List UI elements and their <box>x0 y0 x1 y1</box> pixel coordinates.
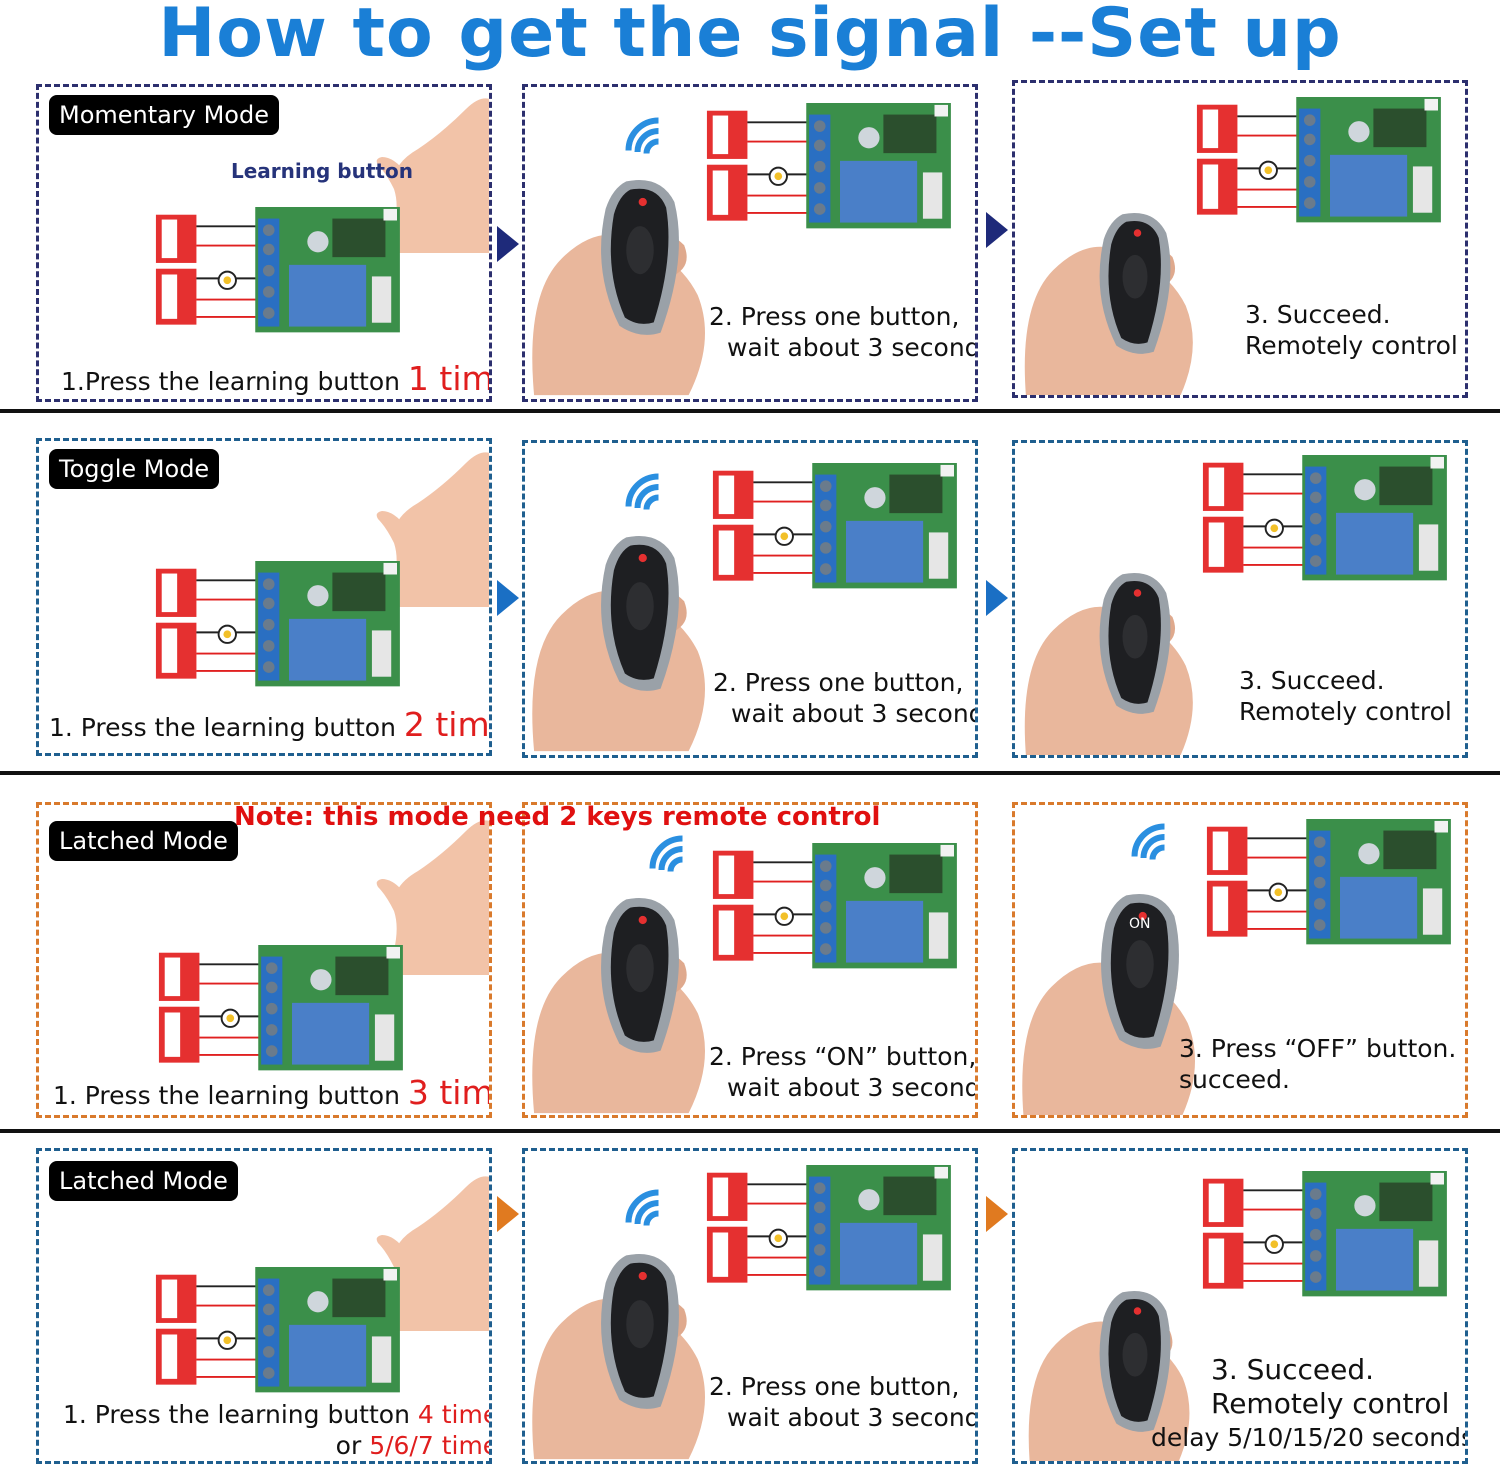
press-count-alt: 5/6/7 times <box>369 1431 489 1460</box>
remote-icon <box>1085 193 1185 373</box>
mode-badge: Toggle Mode <box>49 449 220 489</box>
row4-step3-panel: 3. Succeed. Remotely control delay 5/10/… <box>1012 1148 1468 1464</box>
step3-caption: 3. Succeed. Remotely control delay 5/10/… <box>1151 1353 1468 1452</box>
step2-caption: 2. Press one button,wait about 3 seconds <box>709 302 978 362</box>
arrow-icon <box>497 226 519 262</box>
relay-board-icon <box>157 945 427 1080</box>
relay-board-icon <box>1195 97 1465 232</box>
relay-board-icon <box>711 843 978 978</box>
step1-caption: 1. Press the learning button 4 times or … <box>63 1399 489 1461</box>
row2-step2-panel: 2. Press one button,wait about 3 seconds <box>522 440 978 758</box>
press-count: 2 times <box>403 705 490 744</box>
row-divider <box>0 771 1500 775</box>
step3-caption: 3. Succeed.Remotely control <box>1245 300 1458 360</box>
step1-caption: 1. Press the learning button 3 times <box>53 1076 489 1111</box>
row2-step1-panel: Toggle Mode 1. Press the learning button… <box>36 438 492 756</box>
page-title: How to get the signal --Set up <box>158 0 1342 73</box>
relay-board-icon <box>154 1267 424 1402</box>
remote-icon <box>585 875 695 1075</box>
step3-caption: 3. Press “OFF” button.succeed. <box>1179 1034 1457 1094</box>
step2-caption: 2. Press one button,wait about 3 seconds <box>709 1372 978 1432</box>
row-divider <box>0 1129 1500 1133</box>
arrow-icon <box>986 212 1008 248</box>
row-divider <box>0 409 1500 413</box>
relay-board-icon <box>711 463 978 598</box>
relay-board-icon <box>154 561 424 696</box>
remote-icon <box>1085 553 1185 733</box>
relay-board-icon <box>1201 455 1468 590</box>
step1-caption: 1. Press the learning button 2 times <box>49 708 489 743</box>
step2-caption: 2. Press “ON” button,wait about 3 second… <box>709 1042 978 1102</box>
step3-caption: 3. Succeed.Remotely control <box>1239 666 1452 726</box>
signal-icon <box>621 1185 681 1245</box>
press-count: 3 times <box>407 1073 492 1112</box>
learning-button-label: Learning button <box>231 159 413 183</box>
remote-icon <box>585 1231 695 1431</box>
relay-board-icon <box>1201 1171 1468 1306</box>
remote-icon <box>585 513 695 713</box>
note-text: Note: this mode need 2 keys remote contr… <box>234 802 881 832</box>
relay-board-icon <box>1205 819 1468 954</box>
row3-step1-panel: Latched Mode 1. Press the learning butto… <box>36 802 492 1118</box>
row4-step2-panel: 2. Press one button,wait about 3 seconds <box>522 1148 978 1464</box>
row1-step1-panel: Momentary Mode Learning button 1.Press t… <box>36 84 492 402</box>
relay-board-icon <box>705 1165 975 1300</box>
row4-step1-panel: Latched Mode 1. Press the learning butto… <box>36 1148 492 1464</box>
arrow-icon <box>986 1196 1008 1232</box>
signal-icon <box>621 113 681 173</box>
signal-icon <box>645 831 705 891</box>
arrow-icon <box>497 1196 519 1232</box>
signal-icon <box>621 469 681 529</box>
relay-board-icon <box>154 207 424 342</box>
row1-step3-panel: 3. Succeed.Remotely control <box>1012 80 1468 398</box>
step2-caption: 2. Press one button,wait about 3 seconds <box>713 668 978 728</box>
row3-step3-panel: ON 3. Press “OFF” button.succeed. <box>1012 802 1468 1118</box>
mode-badge: Latched Mode <box>49 821 238 861</box>
arrow-icon <box>497 580 519 616</box>
arrow-icon <box>986 580 1008 616</box>
remote-icon <box>585 157 695 357</box>
relay-board-icon <box>705 103 975 238</box>
row1-step2-panel: 2. Press one button,wait about 3 seconds <box>522 84 978 402</box>
press-count: 1 time <box>407 359 492 398</box>
mode-badge: Momentary Mode <box>49 95 279 135</box>
row3-step2-panel: 2. Press “ON” button,wait about 3 second… <box>522 802 978 1118</box>
step1-caption: 1.Press the learning button 1 time <box>61 362 489 397</box>
mode-badge: Latched Mode <box>49 1161 238 1201</box>
signal-icon <box>1127 819 1187 879</box>
on-button-label: ON <box>1129 916 1151 932</box>
row2-step3-panel: 3. Succeed.Remotely control <box>1012 440 1468 758</box>
press-count: 4 times <box>417 1400 489 1429</box>
